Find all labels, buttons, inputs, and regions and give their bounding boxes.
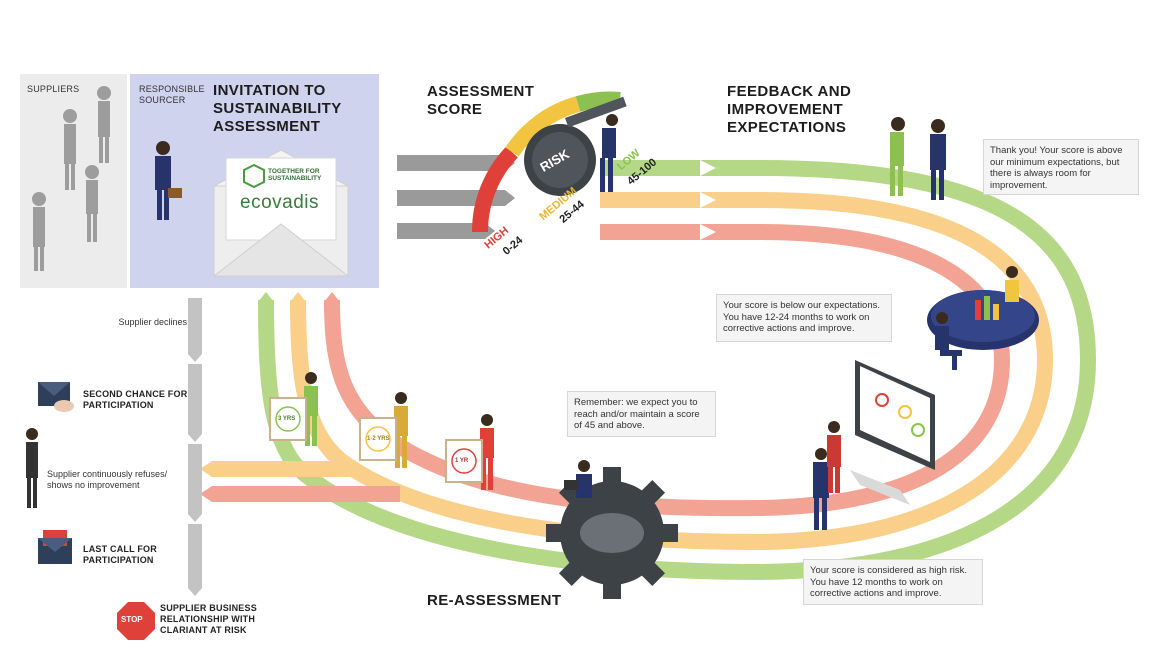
reassessment-heading: RE-ASSESSMENT xyxy=(427,592,562,609)
stop-sign-text: STOP xyxy=(121,615,143,624)
track-high xyxy=(324,224,1011,517)
sign-3-yrs: 3 YRS xyxy=(278,416,296,422)
assessment-score-heading: ASSESSMENT SCORE xyxy=(427,83,535,118)
supplier-refuses-label: Supplier continuously refuses/ shows no … xyxy=(47,469,168,490)
track-medium xyxy=(290,192,1054,551)
responsible-sourcer-label: RESPONSIBLE SOURCER xyxy=(139,84,205,105)
computer-monitor xyxy=(850,360,935,505)
tfs-logo-text: TOGETHER FOR SUSTAINABILITY xyxy=(268,168,322,182)
invitation-heading: INVITATION TO SUSTAINABILITY ASSESSMENT xyxy=(213,82,342,135)
invitation-envelope xyxy=(212,149,350,277)
medium-risk-feedback-bubble: Your score is below our expectations. Yo… xyxy=(716,294,892,342)
ecovadis-logo-text: ecovadis xyxy=(240,192,319,213)
last-call-label: LAST CALL FOR PARTICIPATION xyxy=(83,544,157,565)
escalation-bar xyxy=(188,298,202,596)
high-risk-feedback-bubble: Your score is considered as high risk. Y… xyxy=(803,559,983,605)
second-chance-label: SECOND CHANCE FOR PARTICIPATION xyxy=(83,389,188,410)
meeting-table xyxy=(927,290,1039,350)
sign-1-yr: 1 YR xyxy=(455,458,469,464)
supplier-declines-label: Supplier declines xyxy=(118,317,187,327)
second-chance-envelope-icon xyxy=(38,382,74,412)
low-risk-feedback-bubble: Thank you! Your score is above our minim… xyxy=(983,139,1139,195)
suppliers-label: SUPPLIERS xyxy=(27,84,80,94)
year-signs xyxy=(269,397,483,483)
risk-gauge xyxy=(471,91,627,233)
gear xyxy=(546,467,678,599)
last-call-envelope-icon xyxy=(38,530,72,564)
sign-1-2-yrs: 1-2 YRS xyxy=(367,436,390,442)
feedback-heading: FEEDBACK AND IMPROVEMENT EXPECTATIONS xyxy=(727,83,852,136)
reminder-bubble: Remember: we expect you to reach and/or … xyxy=(567,391,716,437)
people xyxy=(26,86,1019,530)
stop-sign-icon xyxy=(117,602,155,640)
relationship-at-risk-label: SUPPLIER BUSINESS RELATIONSHIP WITH CLAR… xyxy=(160,603,257,635)
